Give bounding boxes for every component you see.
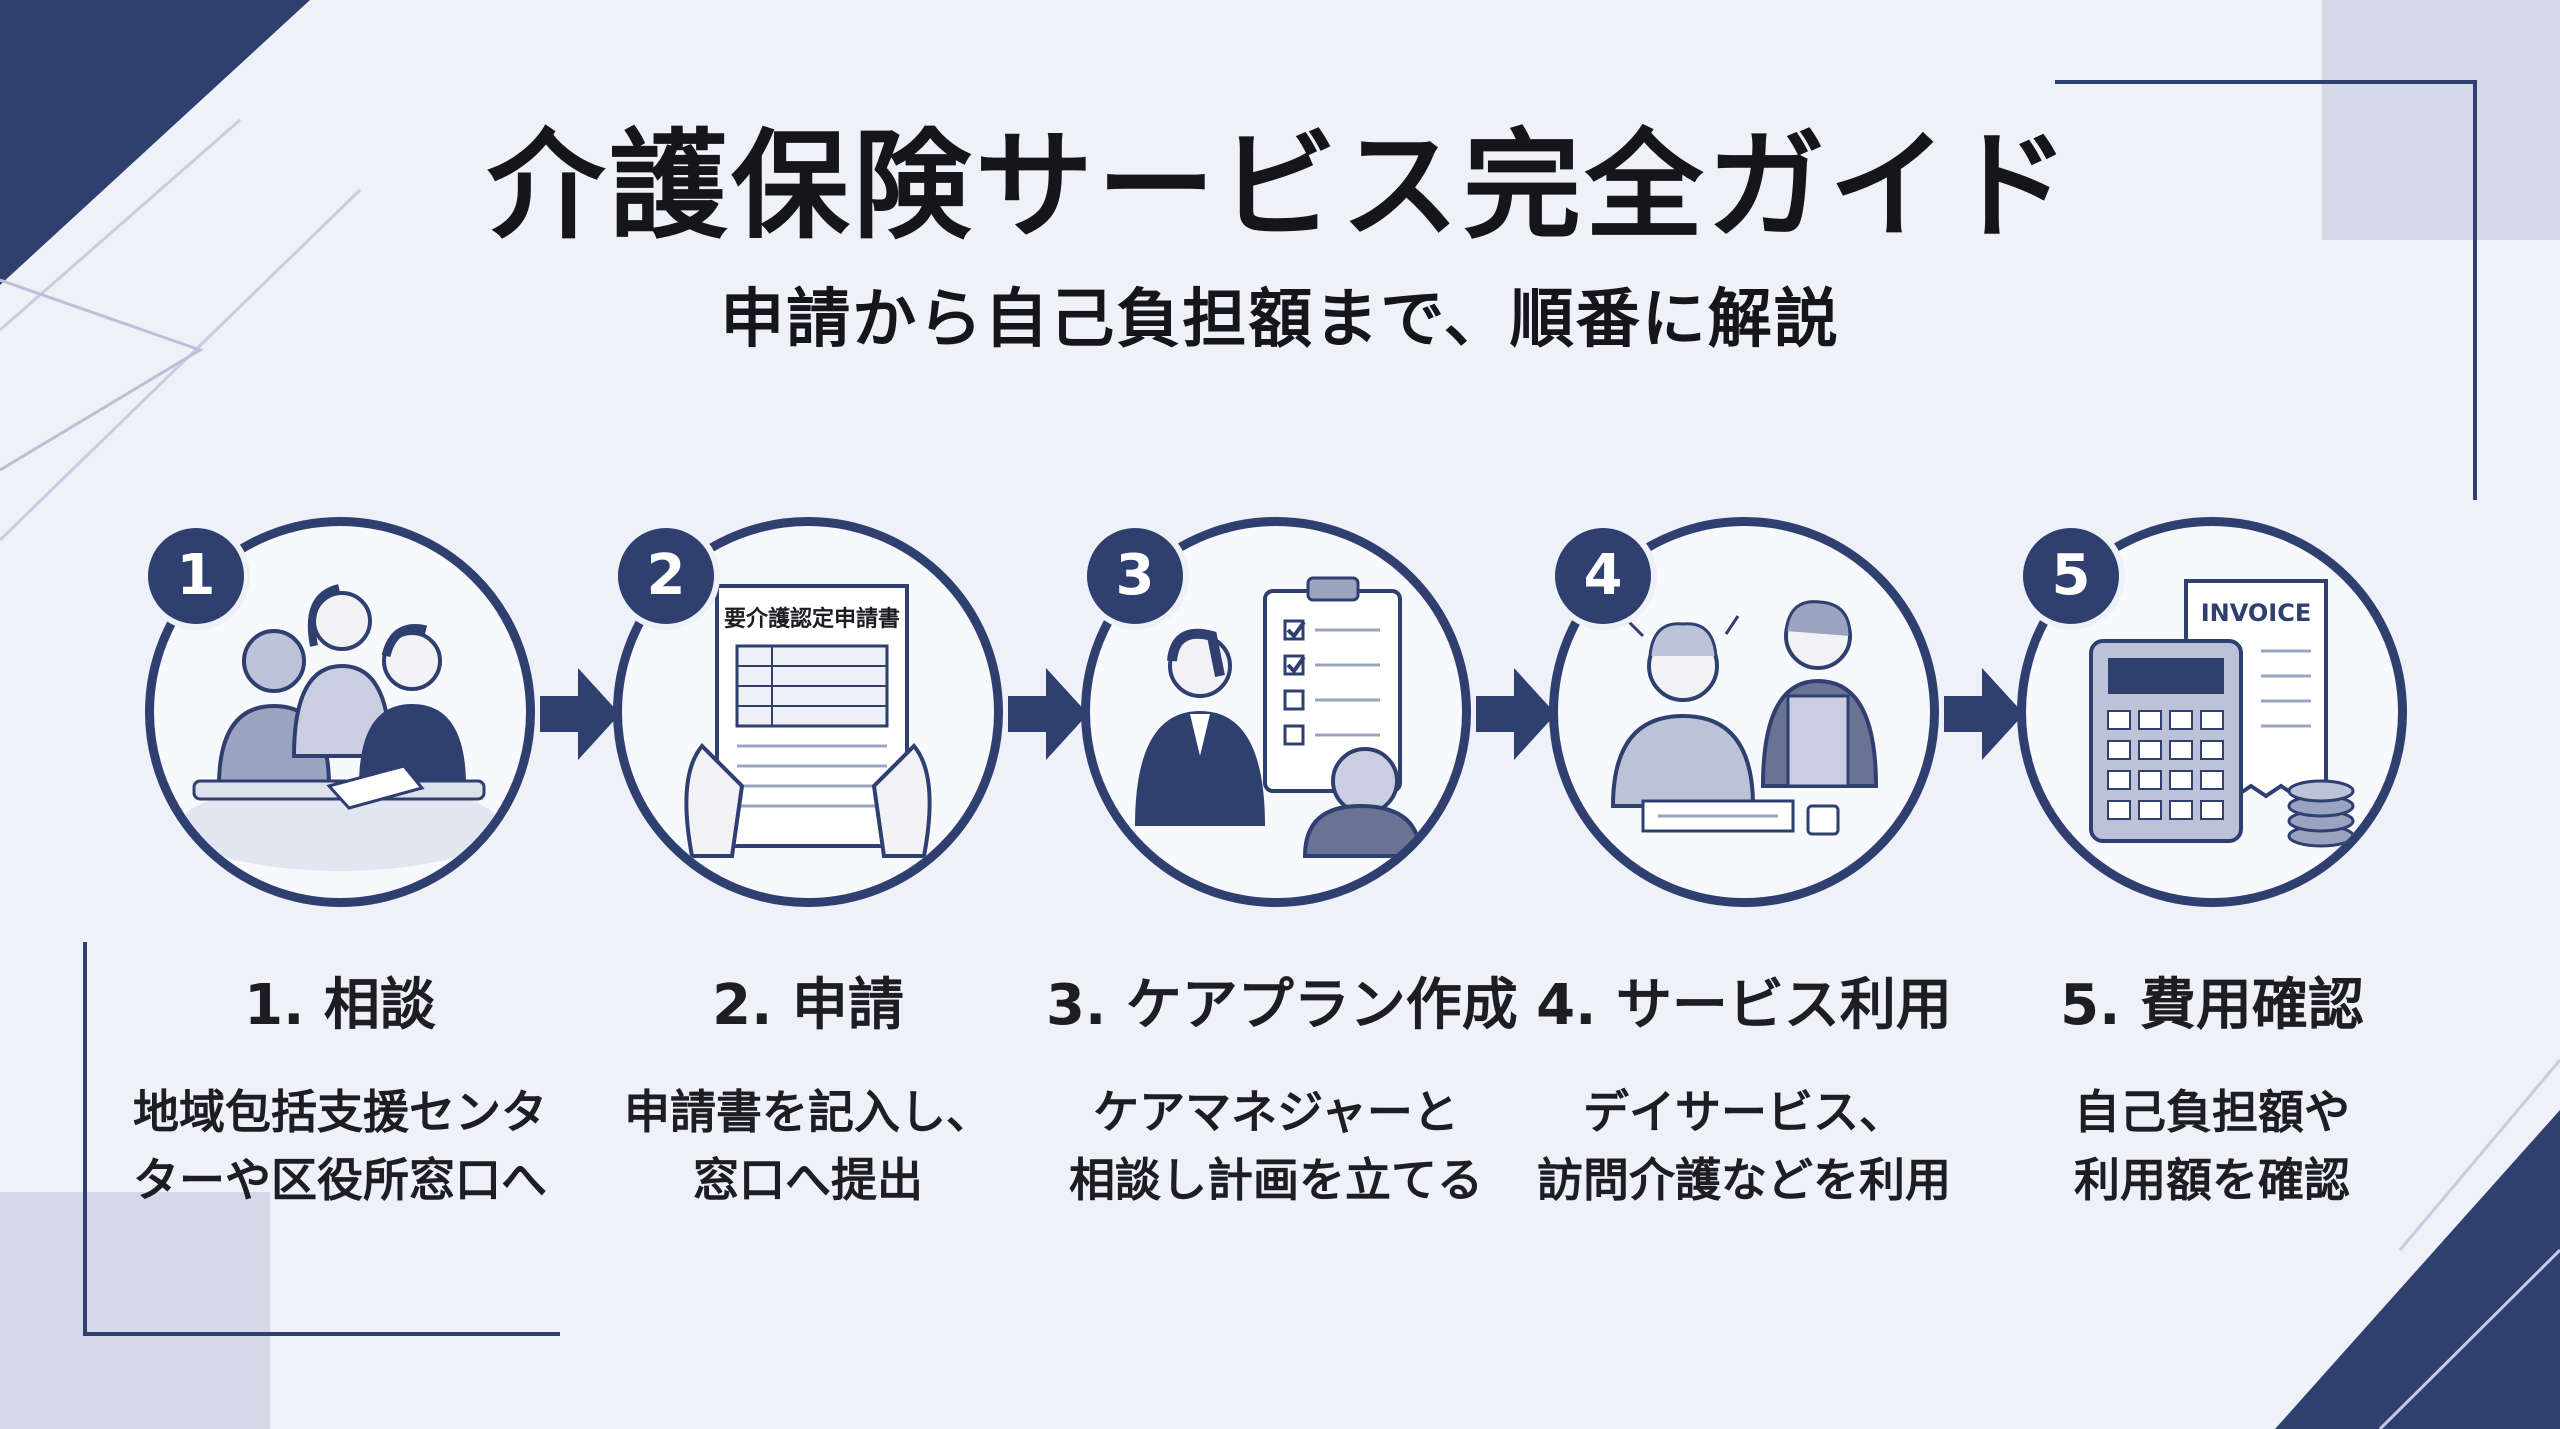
care-plan-clipboard-icon bbox=[1135, 576, 1423, 858]
caregiver-service-icon bbox=[1610, 600, 1879, 836]
application-form-icon: 要介護認定申請書 bbox=[684, 584, 932, 858]
step-3-number-badge: 3 bbox=[1081, 522, 1189, 630]
step-2-number-badge: 2 bbox=[612, 522, 720, 630]
step-5-description: 自己負担額や 利用額を確認 bbox=[2074, 1085, 2350, 1207]
consultation-people-icon bbox=[180, 584, 500, 871]
step-1-title: 1. 相談 bbox=[244, 973, 436, 1038]
arrow-right-icon bbox=[1008, 668, 1088, 760]
arrow-right-icon bbox=[1476, 668, 1556, 760]
step-4-title: 4. サービス利用 bbox=[1536, 973, 1952, 1038]
step-3-description: ケアマネジャーと 相談し計画を立てる bbox=[1069, 1085, 1483, 1207]
page-subtitle: 申請から自己負担額まで、順番に解説 bbox=[720, 283, 1840, 357]
step-1-description: 地域包括支援センタ ターや区役所窓口へ bbox=[133, 1085, 547, 1207]
page-title: 介護保険サービス完全ガイド bbox=[486, 117, 2073, 255]
step-5-number-badge: 5 bbox=[2017, 522, 2125, 630]
arrow-right-icon bbox=[1944, 668, 2024, 760]
invoice-calculator-icon: INVOICE bbox=[2089, 579, 2355, 848]
form-label: 要介護認定申請書 bbox=[724, 606, 900, 632]
step-3-illustration bbox=[1081, 517, 1471, 907]
arrow-right-icon bbox=[540, 668, 620, 760]
step-5-title: 5. 費用確認 bbox=[2060, 973, 2364, 1038]
step-3-title: 3. ケアプラン作成 bbox=[1046, 973, 1518, 1038]
step-1-illustration bbox=[145, 517, 535, 907]
invoice-label: INVOICE bbox=[2201, 599, 2312, 627]
step-2-description: 申請書を記入し、 窓口へ提出 bbox=[624, 1085, 992, 1207]
step-1-number-badge: 1 bbox=[142, 522, 250, 630]
step-4-description: デイサービス、 訪問介護などを利用 bbox=[1537, 1085, 1951, 1207]
step-4-number-badge: 4 bbox=[1549, 522, 1657, 630]
step-2-title: 2. 申請 bbox=[712, 973, 904, 1038]
